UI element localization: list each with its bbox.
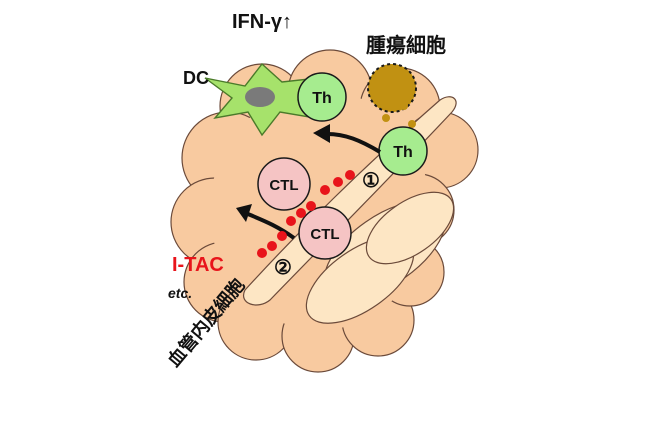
tumor-label: 腫瘍細胞 — [366, 33, 446, 57]
step1-marker: ① — [362, 170, 380, 192]
tumor-cell — [367, 63, 417, 128]
arrow-step2 — [236, 204, 296, 240]
chemokine-dots — [257, 170, 355, 258]
ctl-cell-bottom: CTL — [298, 206, 352, 260]
ctl-cell-top: CTL — [257, 157, 311, 211]
ctl-top-label: CTL — [269, 177, 298, 194]
ctl-bottom-label: CTL — [310, 226, 339, 243]
step2-marker: ② — [274, 257, 292, 279]
dc-label: DC — [183, 68, 209, 88]
itac-label: I-TAC — [172, 254, 224, 276]
etc-label: etc. — [168, 285, 192, 301]
th-cell-bottom: Th — [378, 126, 428, 176]
th-top-label: Th — [312, 90, 332, 107]
vessel-lower — [305, 191, 455, 324]
arrow-step1 — [313, 124, 382, 154]
ifn-gamma-label: IFN-γ↑ — [232, 11, 292, 33]
th-cell-top: Th — [297, 72, 347, 122]
th-bottom-label: Th — [393, 144, 413, 161]
